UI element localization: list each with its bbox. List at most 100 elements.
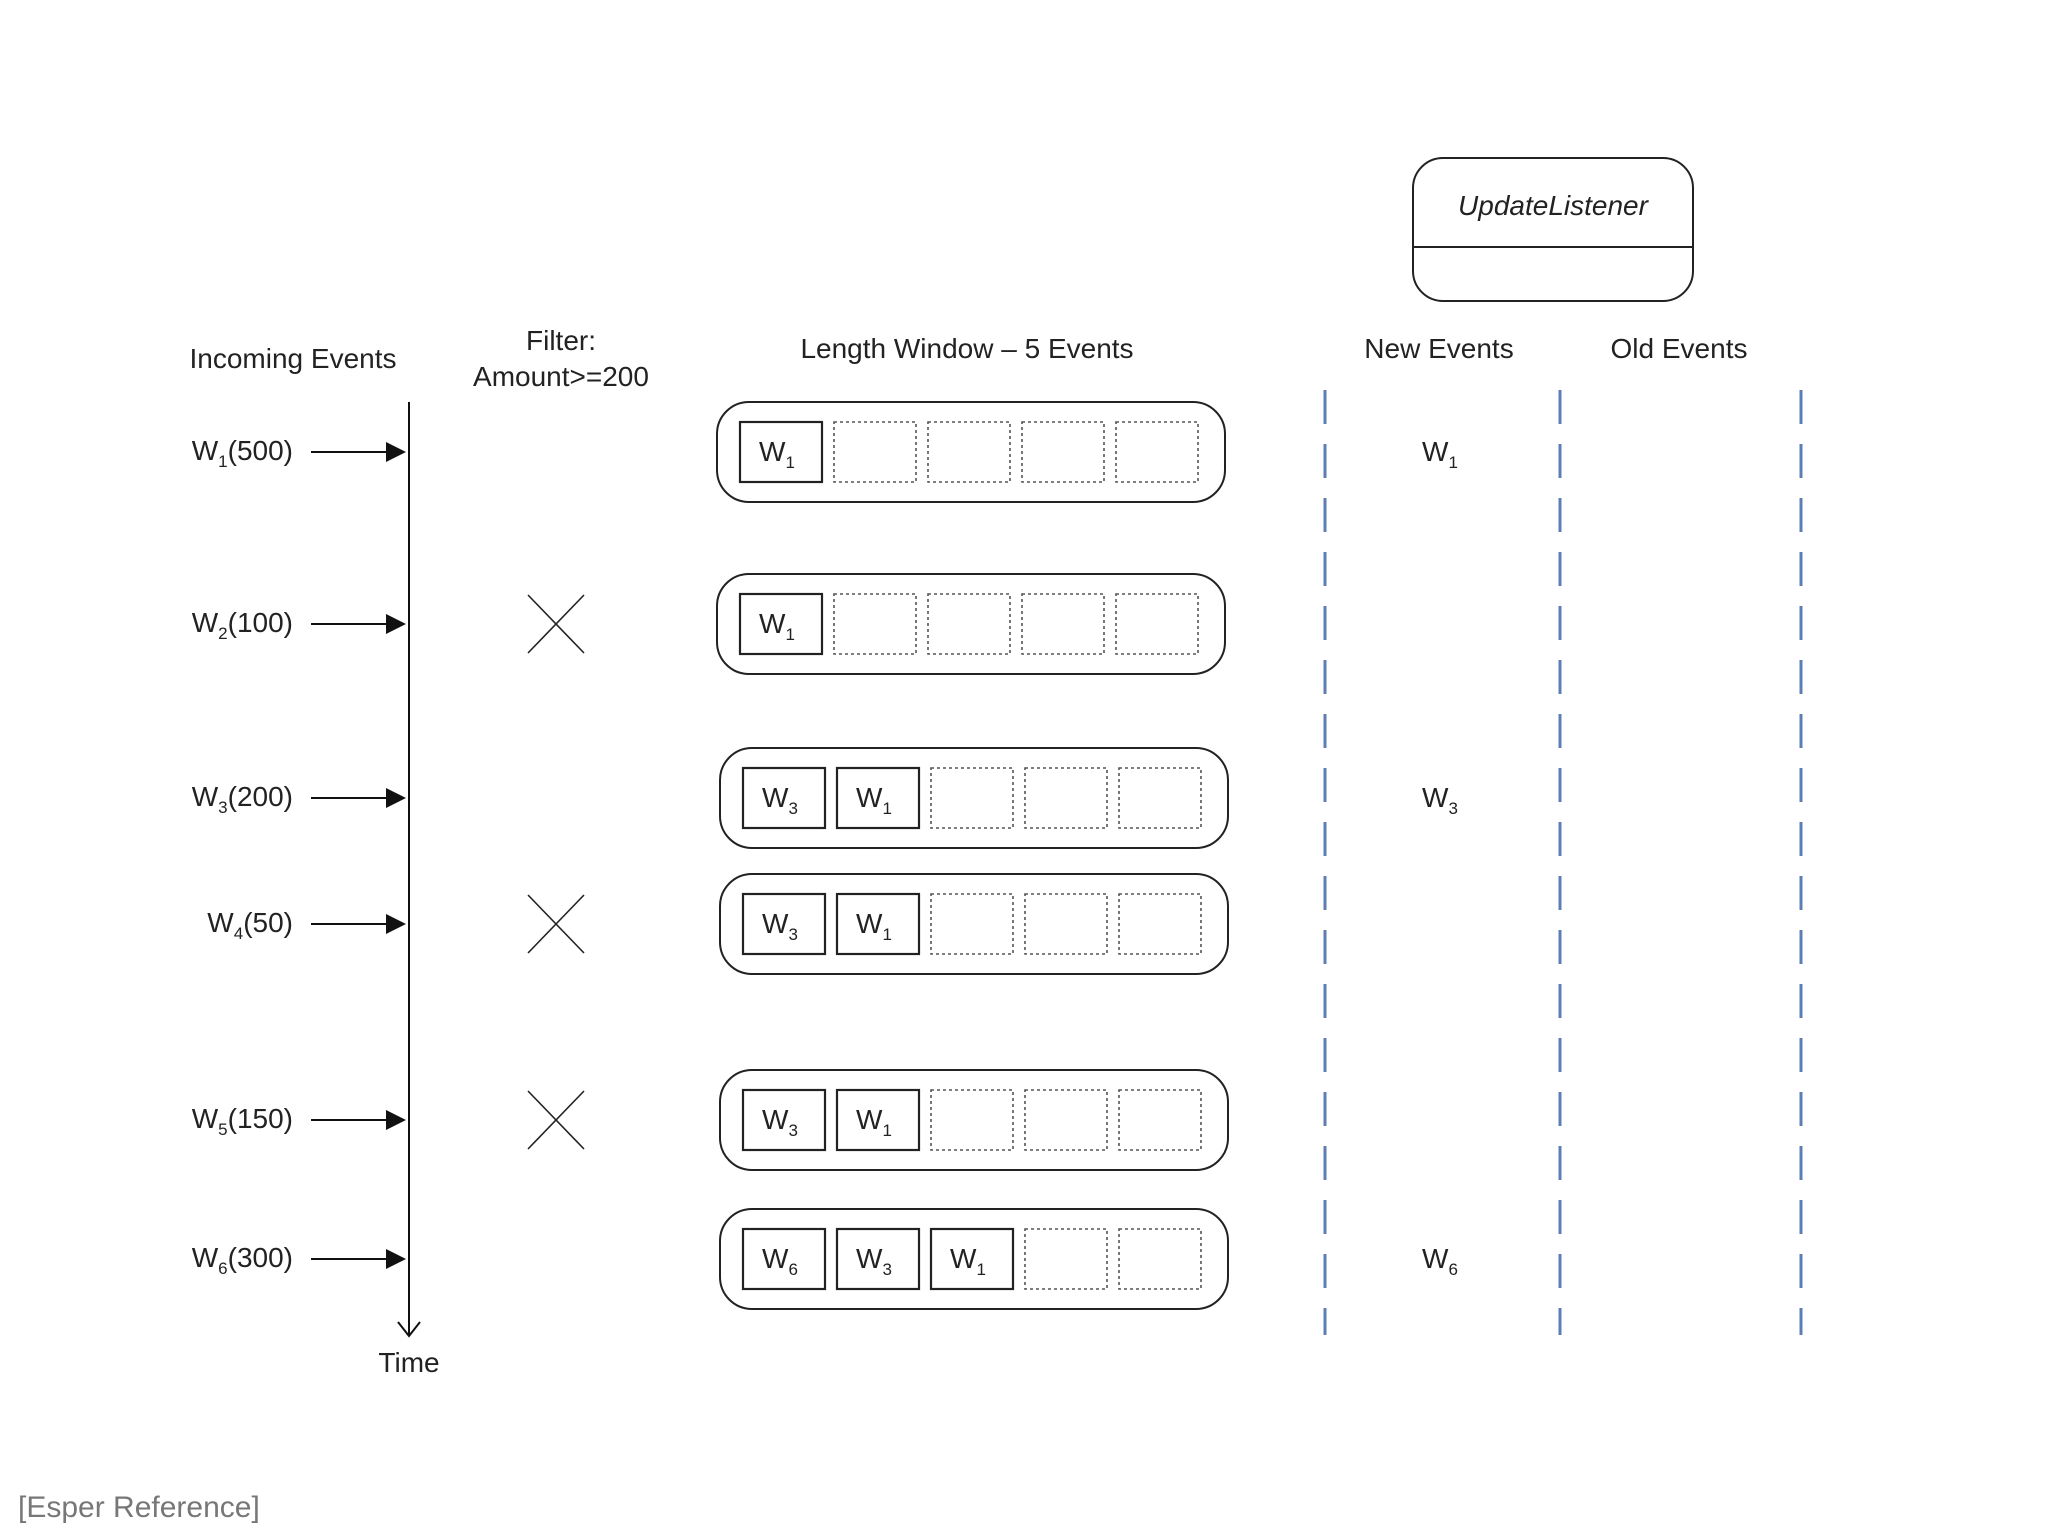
window-slot-filled (929, 1227, 1015, 1291)
time-axis-arrow-icon (397, 1321, 421, 1338)
event-subscript: 4 (234, 924, 243, 943)
window-slot-empty (1118, 1089, 1202, 1151)
window-slot-label-subscript: 1 (882, 1121, 891, 1140)
x-mark-icon (527, 894, 585, 954)
window-slot-label-base: W (856, 1243, 883, 1274)
window-slot-label-subscript: 1 (785, 625, 794, 644)
window-slot-label: W1 (856, 1104, 892, 1140)
window-slot-label-base: W (856, 1104, 883, 1135)
event-subscript: 5 (218, 1120, 227, 1139)
window-slot-empty (930, 767, 1014, 829)
window-slot-empty (1024, 893, 1108, 955)
incoming-event-label: W4(50) (207, 907, 293, 943)
window-slot-filled (741, 1088, 827, 1152)
window-slot-filled (741, 1227, 827, 1291)
window-slot-filled (741, 892, 827, 956)
window-slot-label: W1 (856, 908, 892, 944)
window-slot-label-subscript: 3 (788, 925, 797, 944)
new-event-label: W1 (1422, 436, 1458, 472)
window-slot-empty (1115, 421, 1199, 483)
window-slot-label: W6 (762, 1243, 798, 1279)
window-slot-label: W3 (856, 1243, 892, 1279)
event-row: W2(100)W1 (192, 573, 1226, 675)
event-amount: (150) (228, 1103, 293, 1134)
event-subscript: 1 (218, 452, 227, 471)
window-slot-empty (930, 1089, 1014, 1151)
window-slot-label-subscript: 3 (788, 1121, 797, 1140)
x-mark-icon (527, 594, 585, 654)
window-slot-label-base: W (759, 608, 786, 639)
window-slot-label: W3 (762, 782, 798, 818)
window-slot-label-subscript: 3 (882, 1260, 891, 1279)
window-slot-filled (738, 592, 824, 656)
new-event-label-subscript: 3 (1448, 799, 1457, 818)
window-slot-empty (927, 593, 1011, 655)
window-slot-label-base: W (856, 782, 883, 813)
window-slot-empty (1118, 1228, 1202, 1290)
incoming-event-label: W6(300) (192, 1242, 293, 1278)
window-slot-empty (1115, 593, 1199, 655)
update-listener-title: UpdateListener (1458, 190, 1650, 221)
new-event-label-subscript: 1 (1448, 453, 1457, 472)
window-slot-filled (835, 766, 921, 830)
window-slot-label-subscript: 3 (788, 799, 797, 818)
filter-header-line1: Filter: (526, 325, 596, 356)
window-slot-label-base: W (856, 908, 883, 939)
window-slot-label-base: W (762, 782, 789, 813)
window-slot-label: W3 (762, 908, 798, 944)
x-mark-icon (527, 1090, 585, 1150)
window-slot-filled (738, 420, 824, 484)
window-slot-label-base: W (759, 436, 786, 467)
window-slot-empty (1118, 767, 1202, 829)
event-name: W (192, 1242, 219, 1273)
window-slot-empty (833, 593, 917, 655)
window-slot-filled (741, 766, 827, 830)
filter-header-line2: Amount>=200 (473, 361, 649, 392)
event-name: W (192, 607, 219, 638)
event-amount: (500) (228, 435, 293, 466)
new-events-header: New Events (1364, 333, 1513, 364)
event-amount: (100) (228, 607, 293, 638)
event-name: W (207, 907, 234, 938)
window-slot-label: W1 (759, 436, 795, 472)
window-slot-label: W1 (950, 1243, 986, 1279)
window-slot-filled (835, 892, 921, 956)
event-amount: (50) (243, 907, 293, 938)
event-amount: (300) (228, 1242, 293, 1273)
incoming-event-label: W3(200) (192, 781, 293, 817)
event-name: W (192, 781, 219, 812)
window-slot-label-base: W (762, 1104, 789, 1135)
window-slot-filled (835, 1227, 921, 1291)
new-event-label-base: W (1422, 436, 1449, 467)
new-event-label: W6 (1422, 1243, 1458, 1279)
window-slot-empty (1021, 421, 1105, 483)
window-slot-label-base: W (762, 1243, 789, 1274)
time-label: Time (378, 1347, 439, 1378)
window-slot-label: W1 (856, 782, 892, 818)
incoming-event-label: W2(100) (192, 607, 293, 643)
window-slot-label-subscript: 1 (785, 453, 794, 472)
incoming-events-header: Incoming Events (190, 343, 397, 374)
new-event-label-subscript: 6 (1448, 1260, 1457, 1279)
window-slot-empty (833, 421, 917, 483)
window-slot-empty (1118, 893, 1202, 955)
incoming-event-label: W5(150) (192, 1103, 293, 1139)
event-name: W (192, 1103, 219, 1134)
old-events-header: Old Events (1611, 333, 1748, 364)
event-subscript: 2 (218, 624, 227, 643)
window-slot-empty (927, 421, 1011, 483)
window-slot-filled (835, 1088, 921, 1152)
citation: [Esper Reference] (18, 1491, 260, 1524)
window-slot-empty (1024, 1089, 1108, 1151)
event-amount: (200) (228, 781, 293, 812)
window-slot-label-subscript: 6 (788, 1260, 797, 1279)
window-slot-label-base: W (762, 908, 789, 939)
event-subscript: 3 (218, 798, 227, 817)
